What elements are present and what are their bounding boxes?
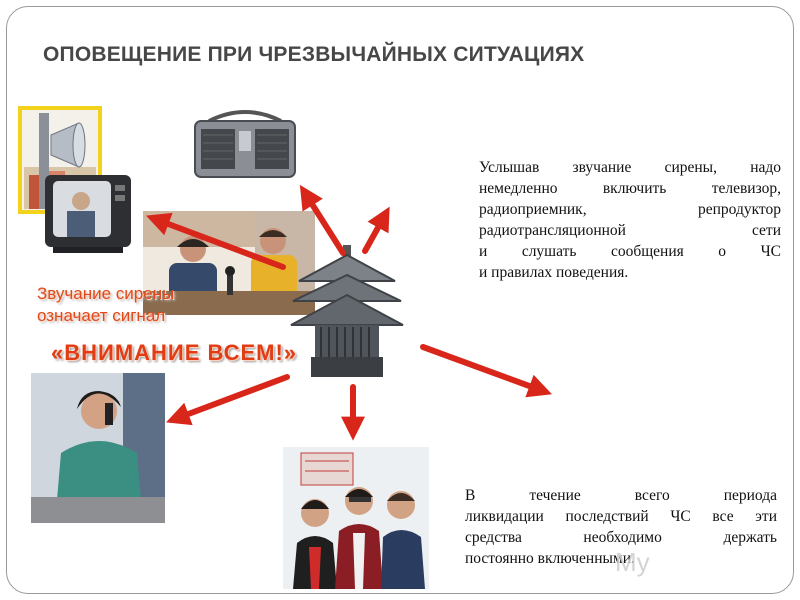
- watermark: My: [615, 547, 650, 577]
- radio-icon: [194, 110, 296, 178]
- attention-label: «ВНИМАНИЕ ВСЕМ!»: [51, 340, 298, 365]
- info-bottom-line: В течение всего периода: [465, 487, 777, 504]
- info-top-line: Услышав звучание сирены, надо: [479, 159, 781, 176]
- siren-note: Звучание сирены означает сигнал: [37, 283, 174, 327]
- info-bottom-line: средства необходимо держать: [465, 529, 777, 546]
- siren-icon: [290, 245, 404, 377]
- info-top-line: радиотрансляционной сети: [479, 222, 781, 239]
- arrow-to-radio: [299, 184, 346, 256]
- info-top-line: радиоприемник, репродуктор: [479, 201, 781, 218]
- arrow-to-tv: [146, 212, 286, 270]
- arrow-to-top: [362, 206, 390, 254]
- info-top-line: и слушать сообщения о ЧС: [479, 243, 781, 260]
- info-bottom-line: постоянно включенными.: [465, 550, 635, 567]
- siren-note-line-2: означает сигнал: [37, 306, 166, 325]
- tv-icon: [45, 175, 131, 253]
- signal-arrows: [146, 184, 553, 441]
- info-text-top: Услышав звучание сирены, надо немедленно…: [479, 157, 781, 283]
- woman-phone: [31, 373, 165, 523]
- info-top-line: немедленно включить телевизор,: [479, 180, 781, 197]
- arrow-to-phone: [166, 374, 290, 426]
- slide-title: ОПОВЕЩЕНИЕ ПРИ ЧРЕЗВЫЧАЙНЫХ СИТУАЦИЯХ: [43, 43, 585, 66]
- group-people: [283, 447, 429, 589]
- info-text-bottom: В течение всего периода ликвидации после…: [465, 485, 777, 569]
- arrow-to-right: [420, 344, 553, 398]
- slide-frame: ОПОВЕЩЕНИЕ ПРИ ЧРЕЗВЫЧАЙНЫХ СИТУАЦИЯХ: [6, 6, 794, 594]
- info-top-line: и правилах поведения.: [479, 264, 629, 281]
- siren-note-line-1: Звучание сирены: [37, 284, 175, 303]
- info-bottom-line: ликвидации последствий ЧС все эти: [465, 508, 777, 525]
